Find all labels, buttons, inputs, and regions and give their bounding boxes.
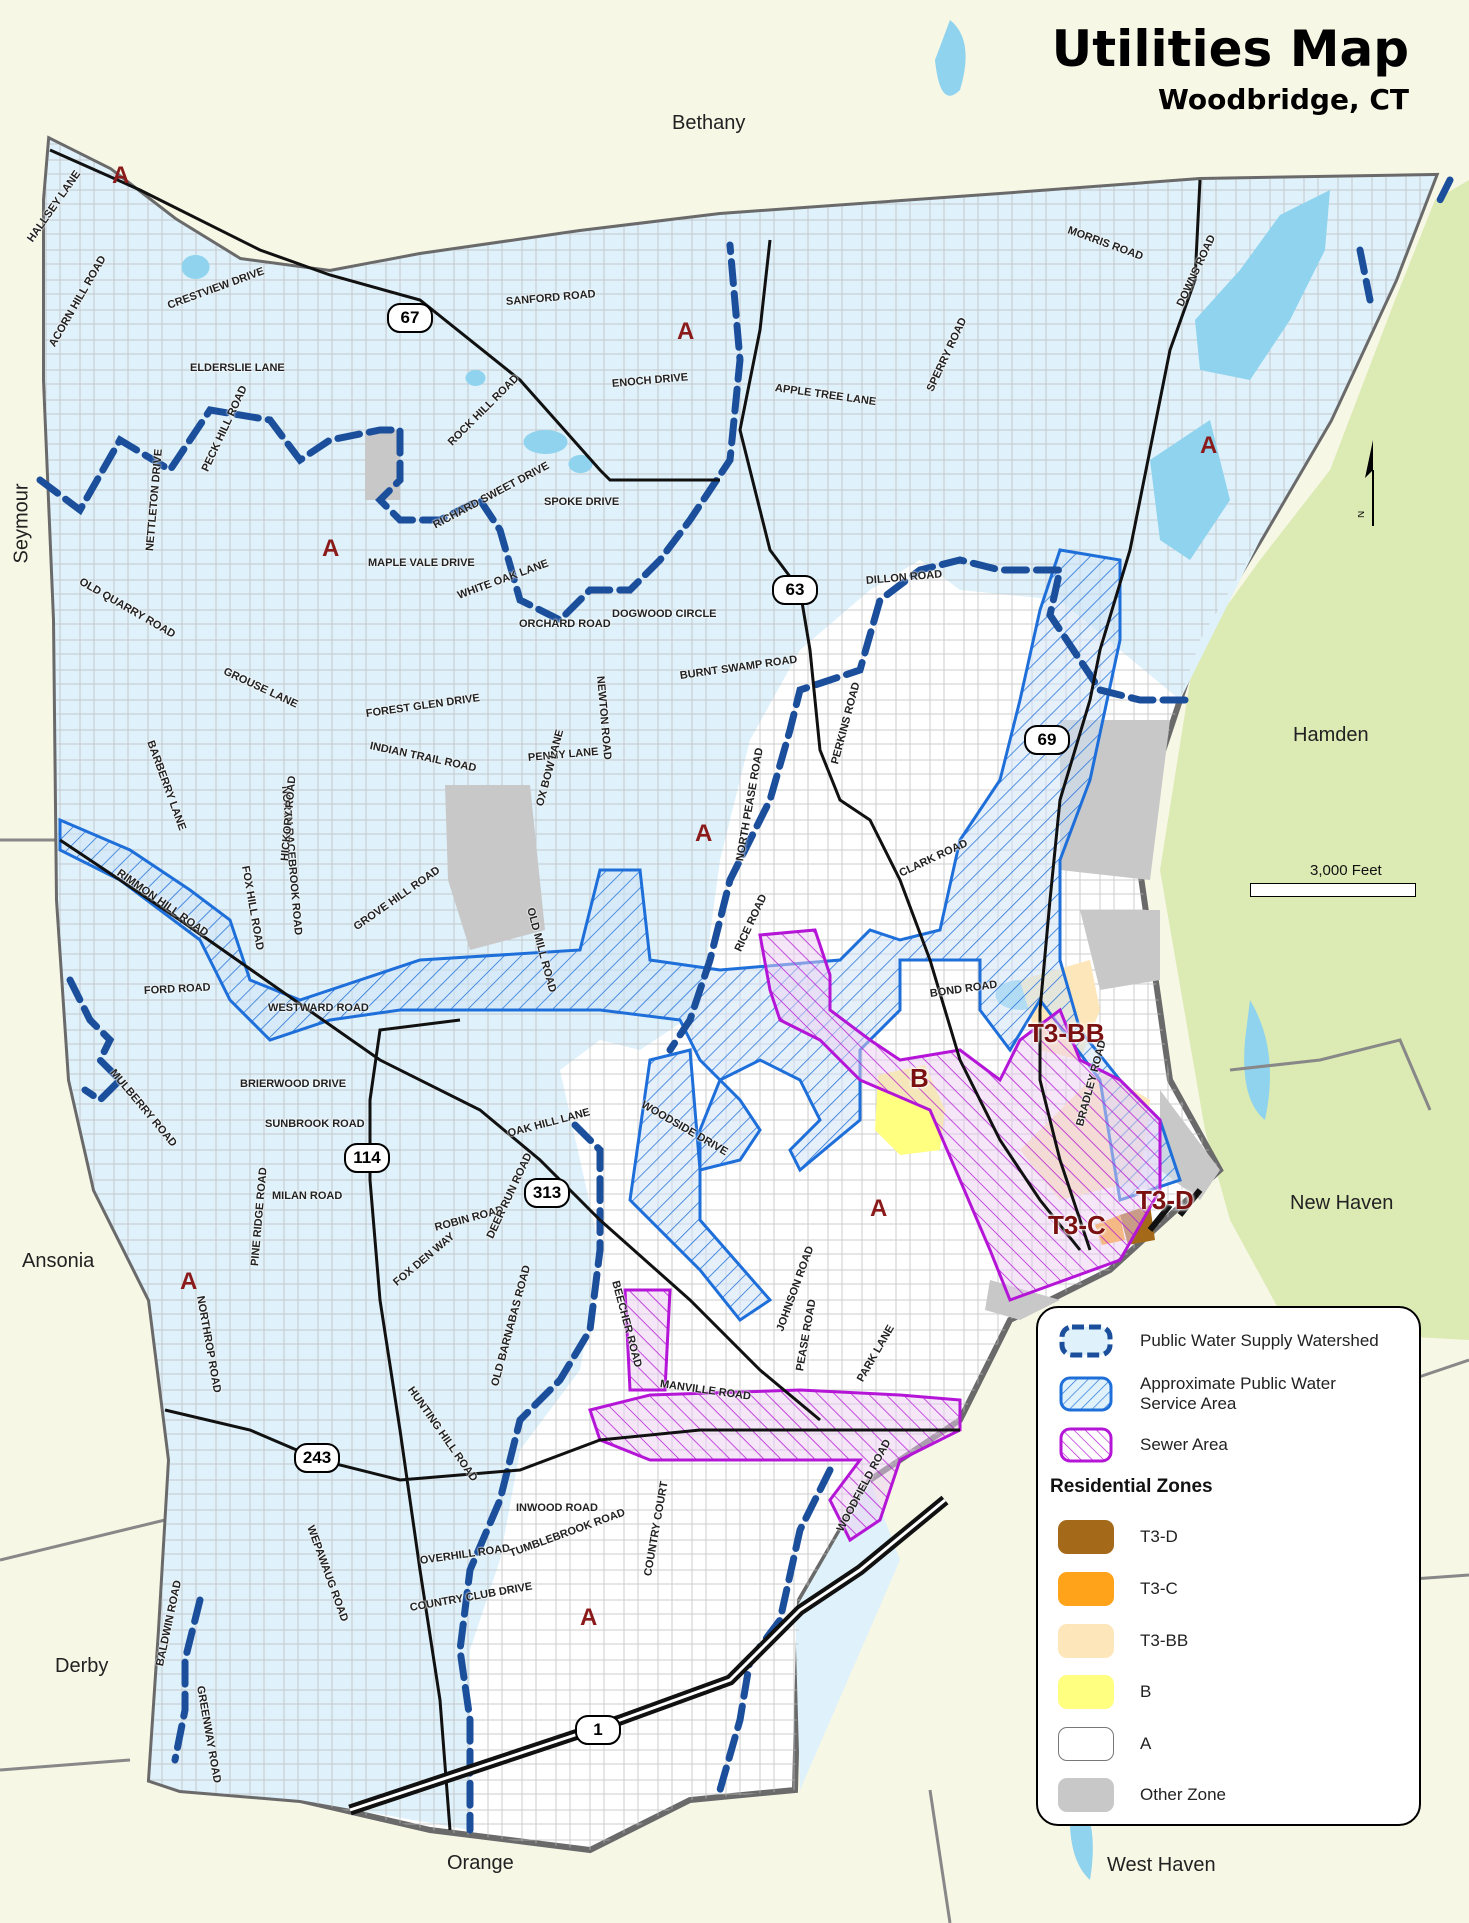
road-label: BRIERWOOD DRIVE bbox=[240, 1078, 347, 1090]
service-area-symbol bbox=[1059, 1376, 1113, 1412]
map-title: Utilities Map bbox=[1051, 20, 1409, 78]
legend-zone-label: Other Zone bbox=[1140, 1785, 1226, 1805]
route-shield-243: 243 bbox=[294, 1443, 340, 1473]
scale-bar: 3,000 Feet bbox=[1250, 862, 1416, 897]
map-legend: Public Water Supply Watershed Approximat… bbox=[1036, 1306, 1421, 1826]
route-shield-313: 313 bbox=[524, 1178, 570, 1208]
legend-watershed-label: Public Water Supply Watershed bbox=[1140, 1331, 1379, 1351]
route-shield-63: 63 bbox=[772, 575, 818, 605]
zone-label-b: B bbox=[910, 1063, 929, 1093]
legend-zone-label: T3-BB bbox=[1140, 1631, 1189, 1651]
north-letter: N bbox=[1358, 511, 1367, 518]
water-service-area bbox=[58, 548, 1182, 1323]
zone-label-a: A bbox=[677, 318, 695, 345]
north-arrow: N bbox=[1358, 440, 1374, 526]
legend-zone-b: B bbox=[1058, 1675, 1151, 1709]
legend-zone-label: T3-D bbox=[1140, 1527, 1178, 1547]
route-shield-1: 1 bbox=[575, 1715, 621, 1745]
legend-service-area: Approximate Public Water Service Area bbox=[1058, 1374, 1336, 1413]
road-label: MAPLE VALE DRIVE bbox=[368, 557, 475, 569]
road-label: WESTWARD ROAD bbox=[268, 1002, 369, 1014]
legend-zone-t3d: T3-D bbox=[1058, 1520, 1178, 1554]
legend-zone-t3bb: T3-BB bbox=[1058, 1624, 1188, 1658]
town-orange: Orange bbox=[447, 1852, 514, 1874]
route-lines bbox=[49, 148, 1202, 1831]
town-new-haven: New Haven bbox=[1290, 1192, 1394, 1214]
scale-bar-graphic bbox=[1250, 883, 1416, 897]
legend-zone-label: T3-C bbox=[1140, 1579, 1178, 1599]
swatch-a bbox=[1058, 1727, 1114, 1761]
swatch-t3c bbox=[1058, 1572, 1114, 1606]
route-shield-69: 69 bbox=[1024, 725, 1070, 755]
zone-label-a: A bbox=[870, 1195, 888, 1222]
zone-label-t3c: T3-C bbox=[1048, 1210, 1106, 1240]
watershed-symbol bbox=[1059, 1324, 1113, 1358]
route-15-highway bbox=[1147, 1188, 1203, 1232]
legend-service-line1: Approximate Public Water bbox=[1140, 1374, 1336, 1393]
zone-label-a: A bbox=[322, 535, 340, 562]
zone-label-a: A bbox=[1200, 432, 1218, 459]
legend-zone-label: B bbox=[1140, 1682, 1152, 1702]
scale-label: 3,000 Feet bbox=[1310, 862, 1382, 879]
town-seymour: Seymour bbox=[10, 483, 33, 564]
zone-label-t3bb: T3-BB bbox=[1028, 1018, 1105, 1048]
legend-sewer: Sewer Area bbox=[1058, 1426, 1228, 1464]
legend-residential-heading: Residential Zones bbox=[1050, 1476, 1213, 1497]
legend-zone-other: Other Zone bbox=[1058, 1778, 1226, 1812]
swatch-t3d bbox=[1058, 1520, 1114, 1554]
swatch-t3bb bbox=[1058, 1624, 1114, 1658]
town-west-haven: West Haven bbox=[1107, 1854, 1216, 1876]
legend-zone-a: A bbox=[1058, 1727, 1151, 1761]
road-label: INWOOD ROAD bbox=[516, 1502, 598, 1514]
town-bethany: Bethany bbox=[672, 112, 746, 134]
zone-label-a: A bbox=[580, 1604, 598, 1631]
reservoir-north bbox=[1195, 190, 1330, 380]
road-label: ELDERSLIE LANE bbox=[190, 362, 285, 374]
hamden-park bbox=[1160, 180, 1469, 1340]
legend-zone-label: A bbox=[1140, 1734, 1152, 1754]
reservoir-east bbox=[1150, 420, 1230, 560]
legend-service-area-label: Approximate Public Water Service Area bbox=[1140, 1374, 1336, 1413]
legend-sewer-label: Sewer Area bbox=[1140, 1435, 1228, 1455]
other-zone-areas bbox=[365, 430, 1220, 1320]
town-ansonia: Ansonia bbox=[22, 1250, 95, 1272]
road-label: DOGWOOD CIRCLE bbox=[612, 608, 717, 620]
zone-label-a: A bbox=[695, 820, 713, 847]
zone-label-a: A bbox=[112, 162, 130, 189]
swatch-other bbox=[1058, 1778, 1114, 1812]
sewer-area bbox=[588, 928, 1162, 1543]
swatch-b bbox=[1058, 1675, 1114, 1709]
road-label: SUNBROOK ROAD bbox=[265, 1118, 365, 1130]
title-block: Utilities Map Woodbridge, CT bbox=[1051, 20, 1409, 117]
road-label: ORCHARD ROAD bbox=[519, 618, 611, 630]
town-derby: Derby bbox=[55, 1655, 109, 1677]
map-subtitle: Woodbridge, CT bbox=[1158, 83, 1409, 116]
town-hamden: Hamden bbox=[1293, 724, 1369, 746]
road-label: SPOKE DRIVE bbox=[544, 496, 620, 508]
zone-label-t3d: T3-D bbox=[1136, 1185, 1194, 1215]
route-1-highway-center bbox=[349, 1498, 946, 1812]
legend-service-line2: Service Area bbox=[1140, 1393, 1237, 1413]
route-shield-67: 67 bbox=[387, 303, 433, 333]
zone-label-a: A bbox=[180, 1268, 198, 1295]
sewer-symbol bbox=[1059, 1427, 1113, 1463]
route-shield-114: 114 bbox=[344, 1143, 390, 1173]
road-label: MILAN ROAD bbox=[272, 1190, 343, 1202]
legend-zone-t3c: T3-C bbox=[1058, 1572, 1178, 1606]
legend-watershed: Public Water Supply Watershed bbox=[1058, 1322, 1379, 1360]
